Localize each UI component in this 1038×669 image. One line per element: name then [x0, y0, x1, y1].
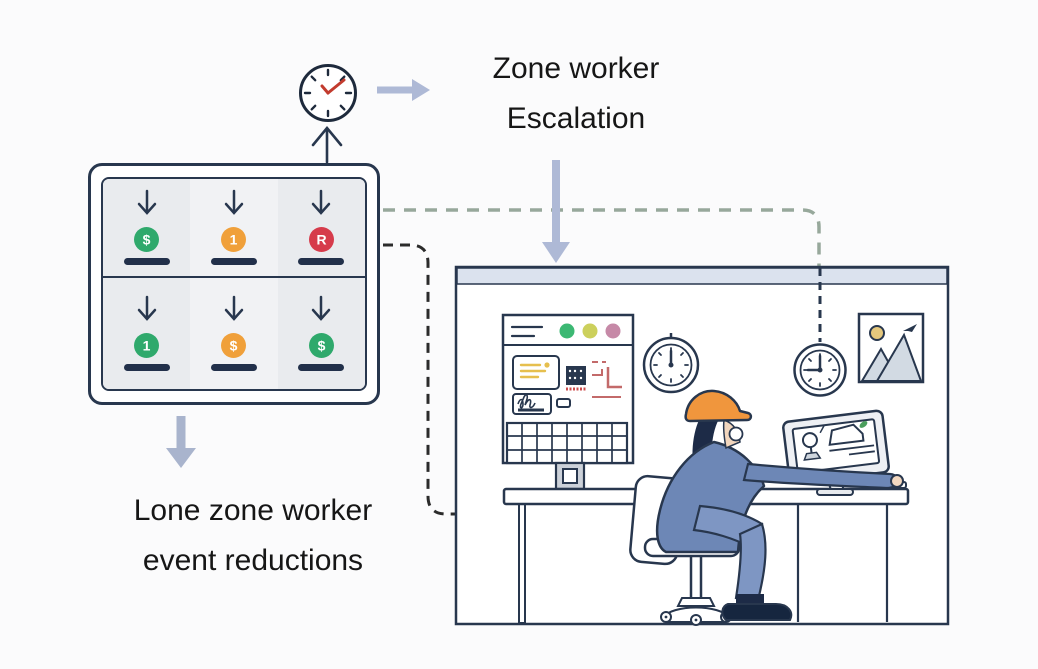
wall-clock-right-icon: [793, 343, 847, 397]
metric-bar: [123, 364, 170, 372]
status-glyph: 1: [143, 338, 151, 354]
menu-lines-icon: [510, 325, 544, 338]
status-badge: $: [221, 333, 247, 359]
metric-bar: [210, 364, 257, 372]
keyboard-grid: [505, 421, 629, 465]
status-panel-grid: $ 1: [101, 177, 367, 391]
status-circle: [134, 333, 160, 359]
worker-hand: [890, 474, 904, 488]
control-screen: [501, 313, 635, 491]
status-circle: [134, 227, 160, 253]
down-arrow-icon: [312, 296, 331, 322]
status-badge: R: [308, 227, 334, 253]
control-room-illustration: [454, 265, 950, 626]
chair-pedestal: [689, 556, 703, 598]
down-arrow-icon: [137, 296, 156, 322]
down-arrow-icon: [224, 296, 244, 322]
status-badge: $: [134, 227, 160, 253]
picture-frame-icon: [857, 312, 925, 384]
status-badge: $: [308, 333, 334, 359]
status-glyph: $: [230, 338, 238, 354]
screen-stand: [554, 461, 586, 491]
status-circle: [221, 333, 247, 359]
wall-clock-left-icon: [642, 333, 700, 394]
sun-icon: [869, 325, 885, 341]
status-glyph: $: [317, 338, 325, 354]
escalation-label-line2: Escalation: [506, 102, 646, 135]
status-badge: 1: [134, 333, 160, 359]
traffic-light-pink: [605, 323, 621, 339]
dashed-link-panel-to-desk: [383, 243, 519, 516]
metric-bar: [123, 258, 170, 266]
small-pill: [556, 398, 571, 408]
panel-cell: $: [277, 277, 365, 389]
status-circle: [308, 333, 334, 359]
down-arrow-escalation: [542, 160, 570, 263]
down-arrow-reductions: [166, 416, 196, 468]
desk-leg: [518, 502, 526, 624]
chair-base-hub: [676, 597, 716, 607]
status-badge: 1: [221, 227, 247, 253]
panel-cell: $: [103, 179, 191, 278]
dashed-link-panel-to-clock: [383, 208, 821, 268]
panel-cell: $: [190, 277, 278, 389]
panel-cell: 1: [103, 277, 191, 389]
down-arrow-icon: [137, 190, 156, 216]
worker-shoe: [721, 603, 793, 621]
metric-bar: [298, 258, 345, 266]
leaf-icon: [859, 421, 868, 428]
escalation-label-line1: Zone worker: [492, 52, 660, 85]
up-arrow-icon: [311, 125, 343, 164]
mini-chart: [592, 361, 622, 398]
reduction-label-line2: event reductions: [142, 544, 364, 577]
worker-illustration: [655, 389, 904, 621]
panel-cell: R: [277, 179, 365, 278]
clock-hands: [320, 78, 346, 95]
metric-bar: [298, 364, 345, 372]
worker-leg: [734, 522, 767, 602]
room-top-bar: [456, 267, 948, 285]
signature-box: [512, 393, 552, 415]
desk-cabinet: [796, 504, 889, 622]
right-arrow-icon: [377, 79, 430, 101]
traffic-light-green: [559, 323, 575, 339]
status-circle: [221, 227, 247, 253]
down-arrow-icon: [224, 190, 244, 216]
metric-bar: [210, 258, 257, 266]
panel-cell: 1: [190, 179, 278, 278]
desk-monitor: [782, 409, 907, 496]
data-table: [566, 366, 586, 391]
hard-hat-icon: [684, 389, 753, 423]
escalation-label: Zone worker Escalation: [420, 44, 732, 144]
down-arrow-icon: [312, 190, 331, 216]
status-circle: [308, 227, 334, 253]
status-panel: $ 1: [88, 163, 380, 405]
status-glyph: $: [143, 232, 151, 248]
reduction-label-line1: Lone zone worker: [133, 494, 373, 527]
worker-mask: [728, 426, 744, 442]
reduction-label: Lone zone worker event reductions: [92, 486, 414, 586]
mountain-large: [875, 332, 923, 382]
status-glyph: 1: [230, 232, 238, 248]
plane-icon: [903, 324, 917, 332]
clock-ticks: [303, 68, 353, 118]
notes-card: [512, 355, 560, 390]
status-glyph: R: [316, 232, 326, 248]
traffic-light-yellow: [582, 323, 598, 339]
monitor-base: [816, 488, 854, 496]
stopwatch-clock-icon: [299, 64, 357, 122]
